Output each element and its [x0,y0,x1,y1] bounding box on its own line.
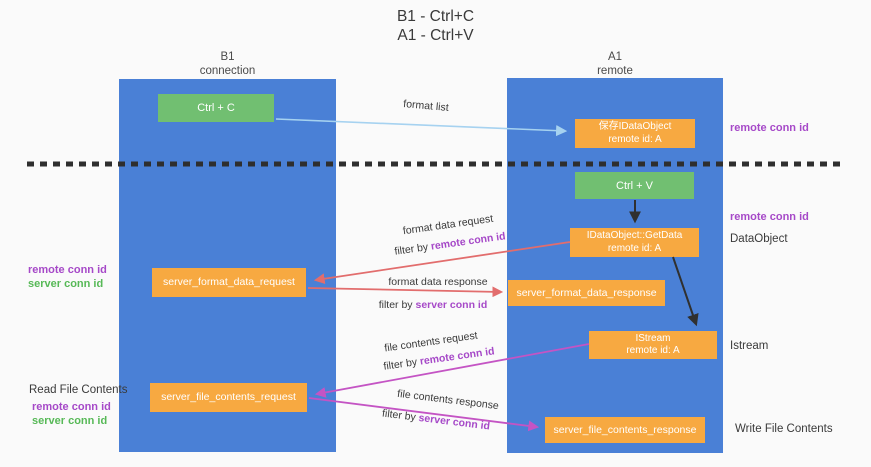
getdata-line2: remote id: A [607,242,662,254]
server-file-contents-response-box: server_file_contents_response [545,417,705,443]
save-idataobject-box: 保存IDataObject remote id: A [575,119,695,148]
remote-conn-id-keyword: remote conn id [430,230,507,253]
format-data-response-arrow [307,286,504,298]
ctrl-v-box: Ctrl + V [575,172,694,199]
format-data-response-label: format data response [388,276,488,288]
server-format-data-response-label: server_format_data_response [516,286,657,299]
file-response-filter-label: filter by server conn id [379,407,494,433]
server-format-data-response-box: server_format_data_response [508,280,665,306]
server-format-data-request-box: server_format_data_request [152,268,306,297]
save-idataobject-line2: remote id: A [608,133,662,145]
getdata-box: IDataObject::GetData remote id: A [570,228,699,257]
server-conn-id-keyword: server conn id [417,411,491,433]
format-response-filter-label: filter by server conn id [376,299,490,311]
ctrl-v-label: Ctrl + V [616,179,653,192]
ctrl-c-label: Ctrl + C [197,102,235,114]
server-conn-id-annotation-left-bottom: server conn id [32,415,108,427]
lane-a1-role: remote [597,65,633,77]
lane-b1-role: connection [199,65,256,77]
remote-conn-id-annotation-mid: remote conn id [730,211,809,223]
lane-header-a1: A1 remote [507,50,723,78]
istream-annotation: Istream [730,340,769,352]
remote-conn-id-annotation-left-bottom: remote conn id [32,401,111,413]
istream-box: IStream remote id: A [589,331,717,359]
write-file-contents-annotation: Write File Contents [735,423,833,435]
server-conn-id-annotation-left-mid: server conn id [28,278,104,290]
save-idataobject-line1: 保存IDataObject [598,121,672,132]
server-file-contents-request-label: server_file_contents_request [161,391,296,403]
lane-header-b1: B1 connection [119,50,336,78]
server-file-contents-response-label: server_file_contents_response [553,423,697,436]
file-contents-response-label: file contents response [396,387,500,413]
remote-conn-id-annotation-left-mid: remote conn id [28,264,107,276]
remote-conn-id-keyword: remote conn id [419,345,496,368]
lane-b1-name: B1 [220,51,235,63]
title-line-1: B1 - Ctrl+C [396,8,475,25]
filter-by-text: filter by [393,240,432,258]
server-format-data-request-label: server_format_data_request [163,276,295,288]
filter-by-text: filter by [378,299,416,311]
diagram-title: B1 - Ctrl+C A1 - Ctrl+V [0,7,871,45]
dataobject-annotation: DataObject [730,233,788,245]
istream-line2: remote id: A [626,345,680,356]
ctrl-c-box: Ctrl + C [158,94,274,122]
server-file-contents-request-box: server_file_contents_request [150,383,307,412]
format-list-label: format list [402,98,450,114]
filter-by-text: filter by [382,355,421,373]
server-conn-id-keyword: server conn id [415,299,488,311]
getdata-line1: IDataObject::GetData [586,230,683,241]
istream-line1: IStream [635,332,671,344]
filter-by-text: filter by [381,407,420,424]
lane-a1-name: A1 [607,51,623,63]
read-file-contents-annotation: Read File Contents [29,384,128,396]
title-line-2: A1 - Ctrl+V [397,27,474,44]
remote-conn-id-annotation-top: remote conn id [730,122,809,134]
